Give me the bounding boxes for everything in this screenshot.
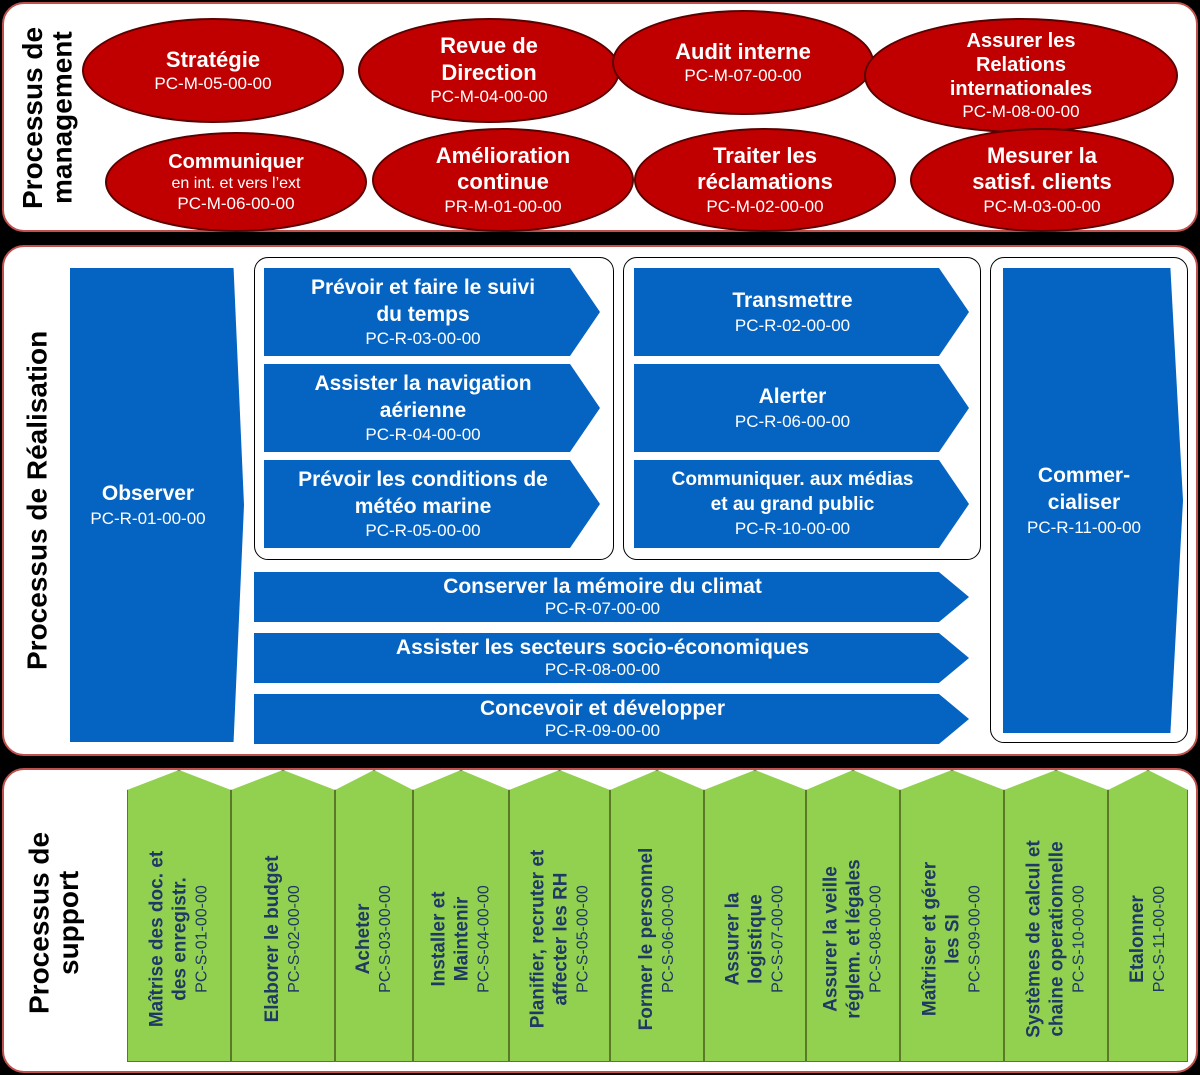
mgmt-code: PC-M-04-00-00 [430, 87, 548, 107]
mgmt-title: Communiquer [168, 150, 304, 173]
support-code: PC-S-11-00-00 [1150, 885, 1168, 993]
mgmt-title: Assurer les Relations internationales [949, 29, 1093, 100]
process-title: Alerter [758, 385, 827, 409]
process-title: Concevoir et développer [479, 697, 726, 721]
assister-secteurs-socio-economiques[interactable]: Assister les secteurs socio-économiques … [254, 633, 969, 683]
mgmt-audit-interne[interactable]: Audit interne PC-M-07-00-00 [612, 10, 874, 115]
process-title: Transmettre [732, 289, 853, 313]
prevoir-meteo-marine[interactable]: Prévoir les conditions de météo marine P… [264, 460, 600, 548]
support-title: Systèmes de calcul et chaine operationne… [1023, 840, 1068, 1038]
communiquer-medias[interactable]: Communiquer. aux médias et au grand publ… [634, 460, 969, 548]
support-title: Former le personnel [636, 847, 658, 1031]
mgmt-code: PC-M-08-00-00 [962, 101, 1080, 121]
support-label: Processus de support [23, 831, 84, 1014]
mgmt-code: PR-M-01-00-00 [444, 196, 562, 216]
management-label: Processus de management [17, 26, 78, 210]
mgmt-strategie[interactable]: Stratégie PC-M-05-00-00 [82, 18, 344, 123]
support-title: Planifier, recruter et affecter les RH [527, 849, 571, 1029]
support-code: PC-S-07-00-00 [769, 885, 787, 993]
support-title: Elaborer le budget [262, 855, 284, 1023]
mgmt-amelioration-continue[interactable]: Amélioration continue PR-M-01-00-00 [372, 128, 634, 232]
assister-navigation-aerienne[interactable]: Assister la navigation aérienne PC-R-04-… [264, 364, 600, 452]
observer-process[interactable]: Observer PC-R-01-00-00 [70, 268, 244, 742]
alerter[interactable]: Alerter PC-R-06-00-00 [634, 364, 969, 452]
process-code: PC-R-01-00-00 [90, 508, 206, 528]
support-code: PC-S-04-00-00 [475, 885, 493, 993]
process-code: PC-R-09-00-00 [544, 721, 661, 741]
support-code: PC-S-05-00-00 [573, 885, 591, 993]
mgmt-traiter-reclamations[interactable]: Traiter les réclamations PC-M-02-00-00 [634, 128, 896, 232]
process-code: PC-R-08-00-00 [544, 660, 661, 680]
mgmt-code: PC-M-03-00-00 [983, 196, 1101, 216]
transmettre[interactable]: Transmettre PC-R-02-00-00 [634, 268, 969, 356]
process-code: PC-R-04-00-00 [365, 425, 481, 445]
support-code: PC-S-09-00-00 [966, 885, 984, 993]
concevoir-developper[interactable]: Concevoir et développer PC-R-09-00-00 [254, 694, 969, 744]
commercialiser[interactable]: Commer- cialiser PC-R-11-00-00 [1003, 268, 1183, 733]
process-code: PC-R-05-00-00 [365, 521, 481, 541]
mgmt-mesurer-satisfaction[interactable]: Mesurer la satisf. clients PC-M-03-00-00 [910, 128, 1174, 232]
process-title: Prévoir les conditions de météo marine [298, 467, 548, 518]
support-code: PC-S-06-00-00 [659, 885, 677, 993]
process-code: PC-R-03-00-00 [365, 329, 481, 349]
process-title: Commer- cialiser [1037, 464, 1131, 515]
support-title: Maîtrise des doc. et des enregistr. [146, 851, 191, 1028]
conserver-memoire-climat[interactable]: Conserver la mémoire du climat PC-R-07-0… [254, 572, 969, 622]
mgmt-title: Revue de Direction [440, 33, 538, 85]
mgmt-code: PC-M-05-00-00 [154, 74, 272, 94]
process-code: PC-R-11-00-00 [1026, 517, 1141, 537]
process-code: PC-R-07-00-00 [544, 599, 661, 619]
process-title: Assister les secteurs socio-économiques [395, 636, 810, 660]
process-code: PC-R-10-00-00 [734, 518, 851, 538]
support-title: Etalonner [1127, 895, 1149, 983]
support-title: Acheter [353, 903, 375, 975]
process-title: Observer [101, 482, 195, 506]
support-title: Assurer la veille réglem. et légales [820, 859, 865, 1019]
mgmt-communiquer[interactable]: Communiquer en int. et vers l’ext PC-M-0… [105, 132, 367, 232]
mgmt-revue-direction[interactable]: Revue de Direction PC-M-04-00-00 [358, 18, 620, 123]
support-code: PC-S-03-00-00 [376, 885, 394, 993]
support-title: Maîtriser et gérer les SI [919, 862, 964, 1017]
support-code: PC-S-01-00-00 [193, 885, 211, 993]
support-code: PC-S-02-00-00 [285, 885, 303, 993]
support-title: Installer et Maintenir [428, 891, 473, 987]
support-systemes-calcul[interactable]: Systèmes de calcul et chaine operationne… [1004, 770, 1108, 1062]
process-title: Conserver la mémoire du climat [443, 575, 762, 599]
mgmt-relations-internationales[interactable]: Assurer les Relations internationales PC… [864, 18, 1178, 133]
mgmt-title: Audit interne [675, 38, 811, 64]
mgmt-code: PC-M-07-00-00 [684, 66, 802, 86]
mgmt-title: Stratégie [165, 46, 261, 72]
process-code: PC-R-06-00-00 [734, 411, 851, 431]
support-code: PC-S-10-00-00 [1070, 885, 1088, 993]
mgmt-title: Amélioration continue [435, 142, 571, 195]
process-title: Assister la navigation aérienne [314, 371, 532, 422]
support-code: PC-S-08-00-00 [867, 885, 885, 993]
realisation-label: Processus de Réalisation [21, 330, 53, 670]
mgmt-code: PC-M-02-00-00 [706, 196, 824, 216]
support-maitrise-documents[interactable]: Maîtrise des doc. et des enregistr.PC-S-… [127, 770, 231, 1062]
mgmt-subtitle: en int. et vers l’ext [171, 174, 301, 192]
mgmt-title: Traiter les réclamations [697, 142, 833, 195]
support-title: Assurer la logistique [722, 892, 767, 986]
process-title: Prévoir et faire le suivi du temps [310, 275, 536, 326]
process-code: PC-R-02-00-00 [734, 315, 851, 335]
mgmt-code: PC-M-06-00-00 [177, 193, 295, 213]
prevoir-suivi-temps[interactable]: Prévoir et faire le suivi du temps PC-R-… [264, 268, 600, 356]
process-title: Communiquer. aux médias et au grand publ… [671, 469, 914, 515]
mgmt-title: Mesurer la satisf. clients [972, 142, 1112, 195]
